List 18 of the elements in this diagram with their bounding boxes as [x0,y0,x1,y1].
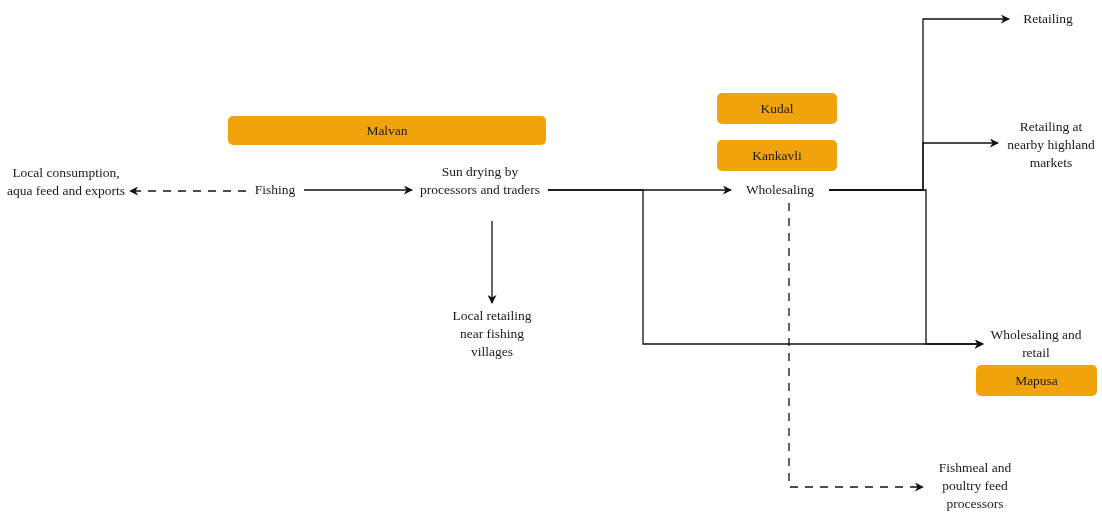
flow-step-text: Wholesaling and retail [987,326,1085,362]
location-tag: Mapusa [976,365,1097,396]
arrow [487,220,497,304]
location-tag: Malvan [228,116,546,145]
flow-step-text: Fishmeal and poultry feed processors [927,459,1023,513]
dashed-arrow [129,186,247,196]
dashed-arrow [788,202,924,492]
flow-step-text: Wholesaling [735,181,825,199]
flow-step-text: Fishing [250,181,300,199]
flow-step-text: Sun drying by processors and traders [416,163,544,217]
location-tag: Kudal [717,93,837,124]
flow-step-text: Local retailing near fishing villages [440,307,544,361]
flow-step-text: Retailing at nearby highland markets [1002,118,1100,172]
flow-step-text: Retailing [1013,10,1083,28]
arrow [828,189,984,349]
arrow [303,185,413,195]
location-tag: Kankavli [717,140,837,171]
flow-step-text: Local consumption, aqua feed and exports [6,164,126,218]
